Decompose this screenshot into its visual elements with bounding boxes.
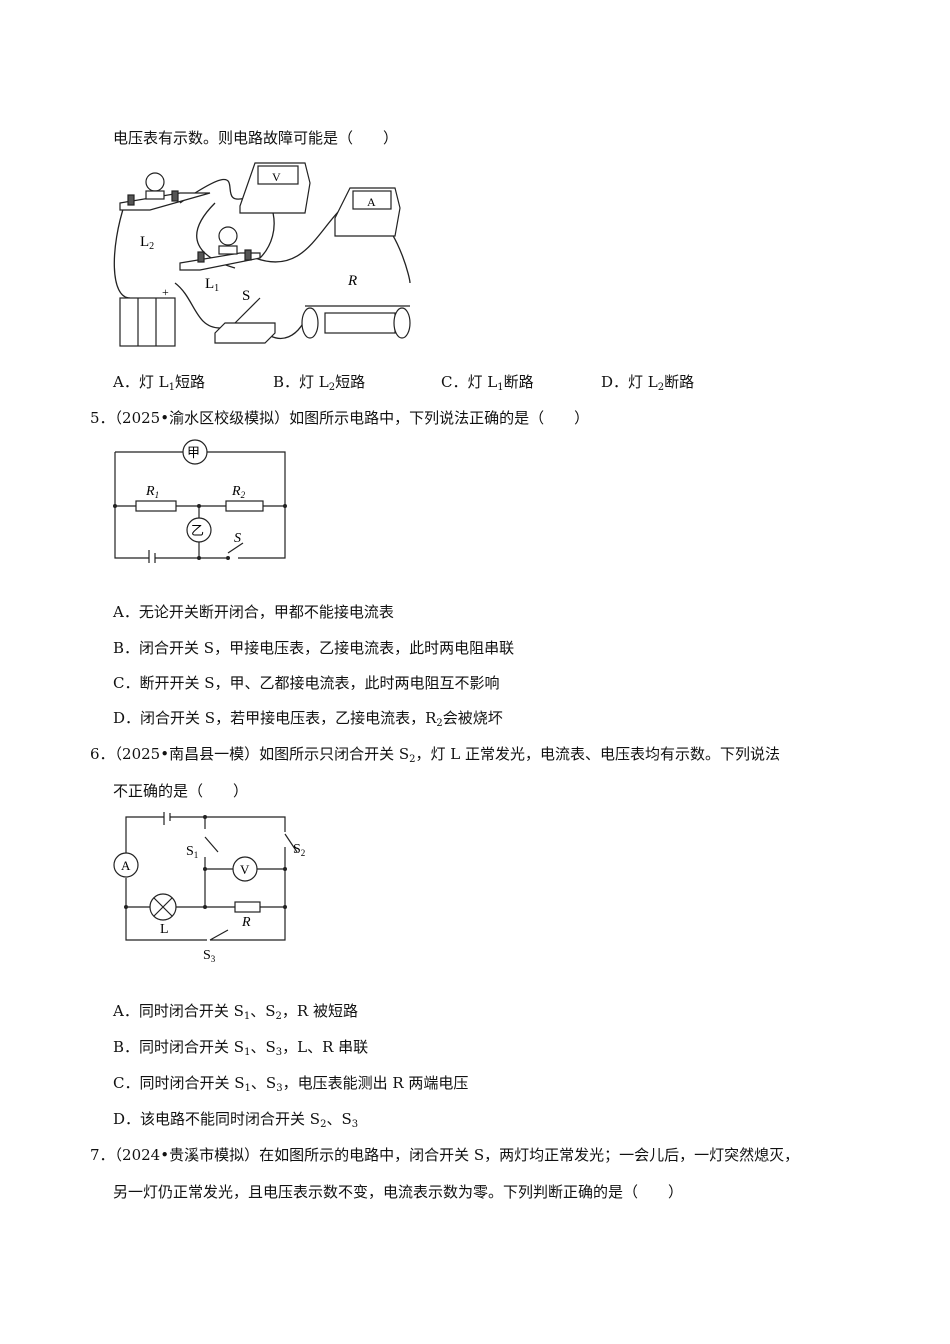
text-segment: D．该电路不能同时闭合开关 S xyxy=(113,1110,321,1128)
resistor-r-label: R xyxy=(241,915,251,930)
subscript: 1 xyxy=(243,1011,251,1022)
switch-s-label: S xyxy=(234,531,241,546)
voltmeter xyxy=(239,162,311,214)
q5-circuit-figure: 甲 乙 R1 R2 S xyxy=(113,439,287,563)
q4-option-D[interactable]: D．灯 L2断路 xyxy=(601,372,695,393)
subscript: 3 xyxy=(276,1083,283,1094)
switch xyxy=(214,297,276,344)
rheostat xyxy=(301,305,411,339)
q6-option-C[interactable]: C．同时闭合开关 S1、S3，电压表能测出 R 两端电压 xyxy=(113,1073,469,1094)
subscript: 2 xyxy=(436,718,443,729)
text-segment: ，R 被短路 xyxy=(281,1002,358,1020)
s2-label: S2 xyxy=(293,842,305,858)
q6-circuit-figure: A V L R S1 S2 S3 xyxy=(113,812,305,964)
l2-label: L2 xyxy=(140,234,154,252)
q4-circuit-figure: L2 L1 V A + S R xyxy=(113,162,411,347)
subscript: 1 xyxy=(168,382,175,393)
subscript: 1 xyxy=(497,382,504,393)
ammeter-label: A xyxy=(367,195,376,209)
text-segment: A．同时闭合开关 S xyxy=(113,1002,244,1020)
text-segment: 短路 xyxy=(335,373,366,391)
text-segment: A．无论开关断开闭合，甲都不能接电流表 xyxy=(113,603,394,621)
text-segment: C．灯 L xyxy=(441,373,498,391)
subscript: 1 xyxy=(244,1083,251,1094)
subscript: 2 xyxy=(275,1011,282,1022)
voltmeter-label: V xyxy=(272,170,281,184)
text-segment: 5．（2025•渝水区校级模拟）如图所示电路中，下列说法正确的是（ ） xyxy=(90,409,590,427)
q4-option-A[interactable]: A．灯 L1短路 xyxy=(113,372,205,393)
subscript: 2 xyxy=(328,382,336,393)
text-segment: 另一灯仍正常发光，且电压表示数不变，电流表示数为零。下列判断正确的是（ ） xyxy=(113,1183,684,1201)
q6-stem-line2: 不正确的是（ ） xyxy=(113,781,248,801)
l1-label: L1 xyxy=(205,276,219,294)
text-segment: B．闭合开关 S，甲接电压表，乙接电流表，此时两电阻串联 xyxy=(113,639,515,657)
text-segment: C．同时闭合开关 S xyxy=(113,1074,245,1092)
text-segment: 、S xyxy=(250,1074,277,1092)
rheostat-label: R xyxy=(347,273,357,289)
jia-label: 甲 xyxy=(187,445,200,460)
yi-label: 乙 xyxy=(191,523,204,538)
text-segment: C．断开开关 S，甲、乙都接电流表，此时两电阻互不影响 xyxy=(113,674,500,692)
q6-option-B[interactable]: B．同时闭合开关 S1、S3，L、R 串联 xyxy=(113,1037,369,1058)
q5-option-D[interactable]: D．闭合开关 S，若甲接电压表，乙接电流表，R2会被烧坏 xyxy=(113,708,503,729)
s1-label: S1 xyxy=(186,844,198,860)
text-segment: 不正确的是（ ） xyxy=(113,782,249,800)
text-segment: ，电压表能测出 R 两端电压 xyxy=(282,1074,469,1092)
q6-option-D[interactable]: D．该电路不能同时闭合开关 S2、S3 xyxy=(113,1109,359,1130)
text-segment: 、S xyxy=(326,1110,352,1128)
ammeter-a-label: A xyxy=(121,858,131,873)
q7-stem-line1: 7．（2024•贵溪市模拟）在如图所示的电路中，闭合开关 S，两灯均正常发光；一… xyxy=(90,1145,799,1165)
switch-label: S xyxy=(242,288,250,304)
text-segment: ，灯 L 正常发光，电流表、电压表均有示数。下列说法 xyxy=(415,745,781,763)
q4-option-B[interactable]: B．灯 L2短路 xyxy=(273,372,366,393)
q7-stem-line2: 另一灯仍正常发光，且电压表示数不变，电流表示数为零。下列判断正确的是（ ） xyxy=(113,1182,683,1202)
text-segment: D．闭合开关 S，若甲接电压表，乙接电流表，R xyxy=(113,709,437,727)
q4-stem-tail: 电压表有示数。则电路故障可能是（ ） xyxy=(113,129,399,147)
text-segment: 会被烧坏 xyxy=(442,709,503,727)
text-segment: 、S xyxy=(250,1002,276,1020)
text-segment: A．灯 L xyxy=(113,373,169,391)
text-segment: ，L、R 串联 xyxy=(282,1038,369,1056)
q4-option-C[interactable]: C．灯 L1断路 xyxy=(441,372,534,393)
subscript: 3 xyxy=(275,1047,283,1058)
text-segment: 断路 xyxy=(503,373,534,391)
subscript: 2 xyxy=(657,382,665,393)
q5-option-A[interactable]: A．无论开关断开闭合，甲都不能接电流表 xyxy=(113,602,394,622)
q6-stem-line1: 6．（2025•南昌县一模）如图所示只闭合开关 S2，灯 L 正常发光，电流表、… xyxy=(90,744,781,765)
q6-option-A[interactable]: A．同时闭合开关 S1、S2，R 被短路 xyxy=(113,1001,358,1022)
svg-text:+: + xyxy=(162,285,169,299)
text-segment: 、S xyxy=(250,1038,276,1056)
text-segment: 6．（2025•南昌县一模）如图所示只闭合开关 S xyxy=(90,745,410,763)
subscript: 2 xyxy=(409,754,416,765)
lamp-l-label: L xyxy=(160,922,169,937)
text-segment: B．同时闭合开关 S xyxy=(113,1038,245,1056)
ammeter xyxy=(334,187,401,237)
l1-bulb xyxy=(179,226,261,271)
r1-label: R1 xyxy=(145,484,159,500)
text-segment: D．灯 L xyxy=(601,373,658,391)
q5-stem: 5．（2025•渝水区校级模拟）如图所示电路中，下列说法正确的是（ ） xyxy=(90,408,589,428)
q5-option-C[interactable]: C．断开开关 S，甲、乙都接电流表，此时两电阻互不影响 xyxy=(113,673,500,693)
q5-option-B[interactable]: B．闭合开关 S，甲接电压表，乙接电流表，此时两电阻串联 xyxy=(113,638,514,658)
text-segment: 短路 xyxy=(174,373,205,391)
subscript: 1 xyxy=(244,1047,251,1058)
subscript: 3 xyxy=(351,1119,359,1130)
text-segment: B．灯 L xyxy=(273,373,329,391)
s3-label: S3 xyxy=(203,948,216,964)
subscript: 2 xyxy=(320,1119,327,1130)
voltmeter-v-label: V xyxy=(240,862,250,877)
l2-bulb xyxy=(119,172,211,211)
text-segment: 7．（2024•贵溪市模拟）在如图所示的电路中，闭合开关 S，两灯均正常发光；一… xyxy=(90,1146,800,1164)
r2-label: R2 xyxy=(231,484,246,500)
battery xyxy=(119,297,176,347)
text-segment: 断路 xyxy=(664,373,695,391)
